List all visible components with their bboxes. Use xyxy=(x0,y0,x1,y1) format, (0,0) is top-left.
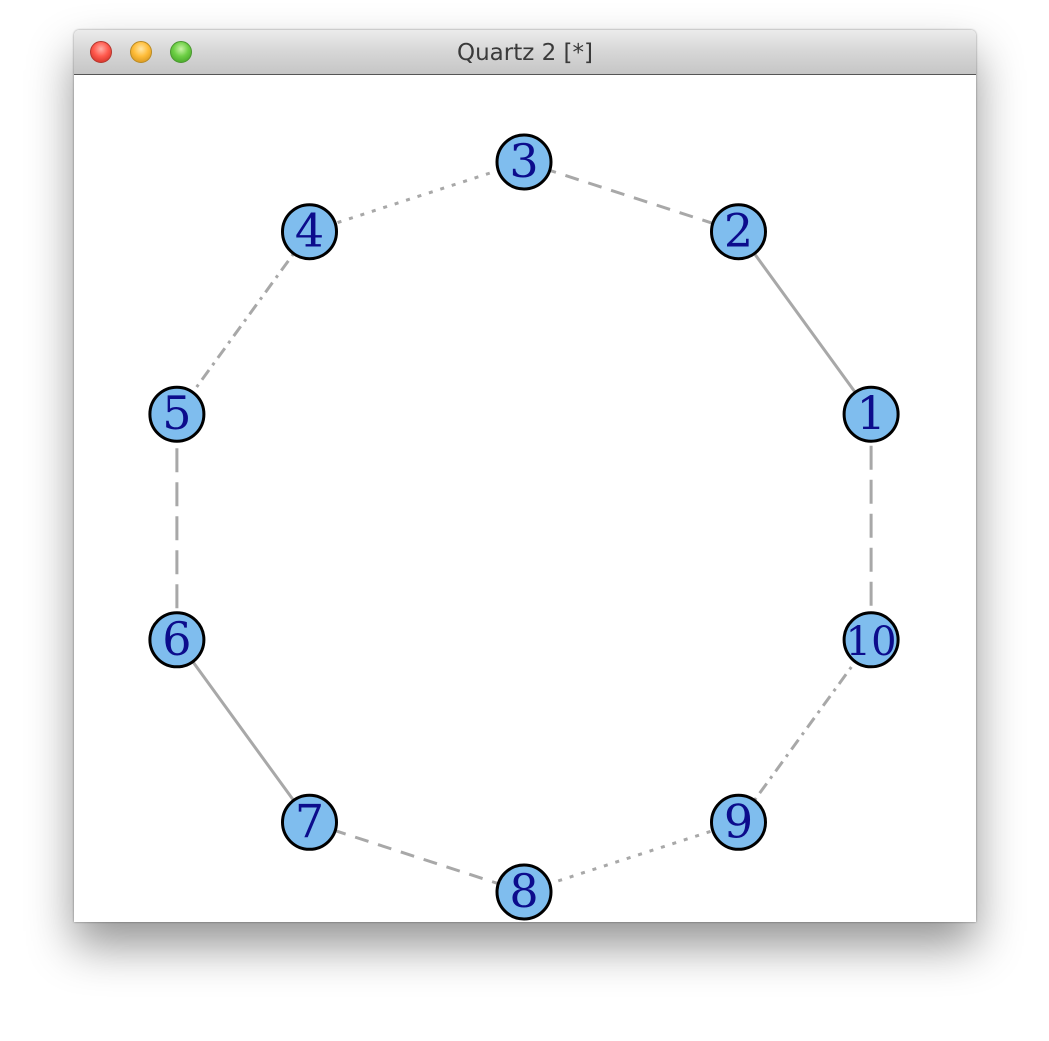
node-circle-3 xyxy=(495,133,553,191)
node-label-6: 6 xyxy=(162,612,191,666)
node-circle-4 xyxy=(281,203,338,261)
node-label-1: 1 xyxy=(856,386,885,440)
node-circle-9 xyxy=(710,793,767,851)
edge-7-8 xyxy=(309,820,525,894)
close-icon[interactable] xyxy=(90,41,112,63)
node-circle-7 xyxy=(281,793,338,851)
node-label-7: 7 xyxy=(295,794,324,848)
edge-6-7 xyxy=(175,638,311,824)
node-label-10: 10 xyxy=(846,619,897,665)
zoom-icon[interactable] xyxy=(170,41,192,63)
node-10: 10 xyxy=(842,611,900,669)
node-circle-8 xyxy=(495,863,553,921)
node-label-5: 5 xyxy=(162,386,191,440)
node-label-2: 2 xyxy=(724,204,753,258)
node-6: 6 xyxy=(148,611,206,669)
window-title: Quartz 2 [*] xyxy=(456,40,594,66)
node-circle-10 xyxy=(842,611,900,669)
nodes-layer: 1 2 3 4 5 6 7 8 9 10 xyxy=(148,133,900,921)
node-circle-6 xyxy=(148,611,206,669)
node-2: 2 xyxy=(710,203,767,261)
node-label-4: 4 xyxy=(295,204,324,258)
edge-8-9 xyxy=(523,820,739,894)
node-7: 7 xyxy=(281,793,338,851)
network-graph: 1 2 3 4 5 6 7 8 9 10 xyxy=(148,133,900,921)
node-circle-5 xyxy=(148,385,206,443)
quartz-window: Quartz 2 [*] 1 2 3 4 5 6 7 8 9 10 xyxy=(74,30,976,922)
edge-4-5 xyxy=(175,230,311,416)
node-label-9: 9 xyxy=(724,794,753,848)
node-circle-1 xyxy=(842,385,900,443)
node-circle-2 xyxy=(710,203,767,261)
minimize-icon[interactable] xyxy=(130,41,152,63)
title-bar[interactable]: Quartz 2 [*] xyxy=(74,30,976,75)
edge-3-4 xyxy=(309,160,525,234)
node-3: 3 xyxy=(495,133,553,191)
node-1: 1 xyxy=(842,385,900,443)
node-label-3: 3 xyxy=(509,134,538,188)
node-5: 5 xyxy=(148,385,206,443)
node-9: 9 xyxy=(710,793,767,851)
plot-area: 1 2 3 4 5 6 7 8 9 10 xyxy=(74,75,976,922)
edge-1-2 xyxy=(737,230,873,416)
edge-2-3 xyxy=(523,160,739,234)
edges-layer xyxy=(175,160,873,894)
node-label-8: 8 xyxy=(509,864,538,918)
node-4: 4 xyxy=(281,203,338,261)
node-8: 8 xyxy=(495,863,553,921)
edge-9-10 xyxy=(737,638,873,824)
